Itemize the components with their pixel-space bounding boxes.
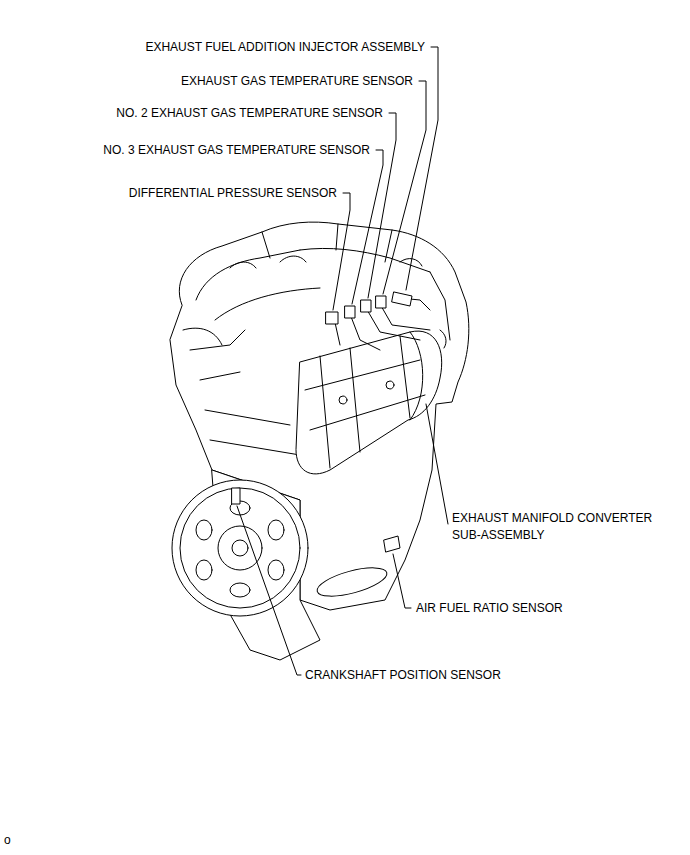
temperature-sensor: [345, 306, 355, 318]
leader-line: [352, 150, 383, 304]
differential-pressure-sensor: [326, 312, 338, 324]
injector: [392, 292, 412, 306]
temperature-sensor: [376, 296, 386, 308]
crank-pulley-hub: [232, 540, 248, 556]
converter-detail: [305, 332, 425, 468]
part-label: EXHAUST MANIFOLD CONVERTER SUB-ASSEMBLY: [452, 510, 677, 544]
leader-lines: [237, 47, 448, 675]
exhaust-flange: [314, 562, 389, 602]
part-label: CRANKSHAFT POSITION SENSOR: [305, 668, 501, 682]
part-label: NO. 3 EXHAUST GAS TEMPERATURE SENSOR: [103, 143, 370, 157]
leader-line: [393, 554, 411, 608]
part-label: NO. 2 EXHAUST GAS TEMPERATURE SENSOR: [116, 106, 383, 120]
crank-pulley: [180, 488, 300, 608]
leader-line: [426, 404, 448, 524]
pulley-hole: [196, 560, 212, 580]
part-label: DIFFERENTIAL PRESSURE SENSOR: [129, 186, 337, 200]
part-label: EXHAUST FUEL ADDITION INJECTOR ASSEMBLY: [145, 40, 425, 54]
leader-line: [333, 193, 350, 310]
pulley-hole: [268, 520, 284, 540]
crank-sensor: [232, 488, 240, 504]
crank-pulley: [172, 480, 308, 616]
converter-bolt: [386, 381, 394, 389]
crank-pulley-hub: [218, 526, 262, 570]
temperature-sensor: [361, 300, 371, 312]
leader-line: [368, 113, 396, 298]
part-label: EXHAUST GAS TEMPERATURE SENSOR: [181, 74, 413, 88]
figure-code: o: [4, 833, 11, 847]
converter: [296, 331, 442, 474]
pulley-hole: [230, 583, 250, 597]
pulley-hole: [268, 560, 284, 580]
leader-line: [237, 506, 301, 675]
pulley-hole: [196, 520, 212, 540]
air-fuel-sensor: [384, 536, 400, 552]
converter-bolt: [339, 396, 347, 404]
part-label: AIR FUEL RATIO SENSOR: [416, 601, 563, 615]
